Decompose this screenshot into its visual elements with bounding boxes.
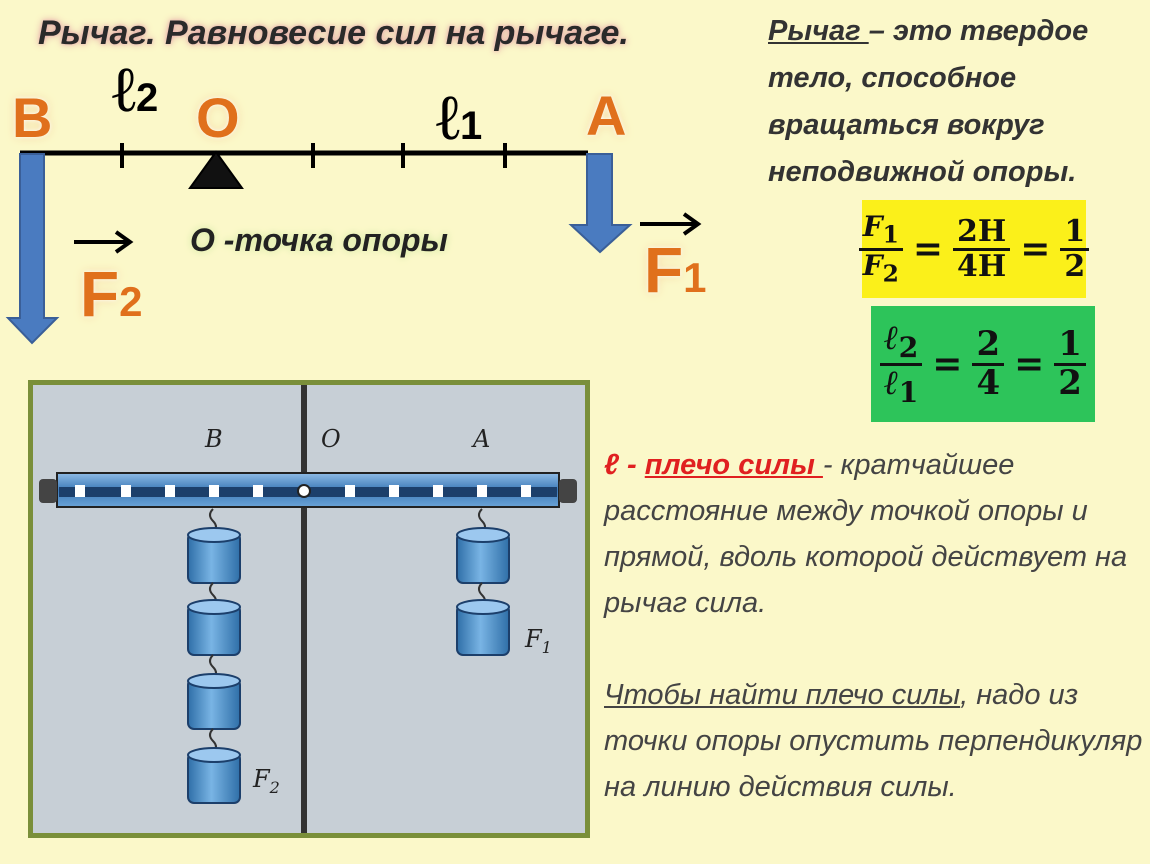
force-ratio-formula: F1 F2 = 2Н 4Н = 1 2: [858, 200, 1090, 298]
photo-label-b: B: [205, 425, 223, 453]
lever-definition: Рычаг – это твердое тело, способное вращ…: [768, 8, 1148, 196]
right-knob: [559, 479, 577, 503]
arm1-label: ℓ1: [436, 80, 483, 155]
lever-experiment-drawing: [39, 385, 577, 833]
force2-label: F2: [80, 258, 143, 330]
point-b-label: B: [12, 86, 53, 149]
point-o-label: O: [196, 86, 240, 149]
force1-arrow: [568, 153, 633, 254]
force1-label: F1: [644, 234, 707, 306]
arm-method-text: , надо из точки опоры опустить перпендик…: [604, 679, 1143, 803]
left-weights: [187, 508, 241, 804]
photo-label-f2: F2: [253, 765, 280, 797]
arm-ratio-formula: ℓ2 ℓ1 = 2 4 = 1 2: [871, 306, 1095, 422]
lever-diagram: [5, 143, 702, 345]
arm-symbol: ℓ -: [604, 449, 645, 481]
arm2-label: ℓ2: [112, 52, 159, 127]
beam-holes: [75, 485, 531, 497]
fulcrum-triangle: [188, 150, 244, 189]
point-a-label: A: [586, 84, 627, 147]
arm-definition: ℓ - плечо силы - кратчайшее расстояние м…: [604, 442, 1149, 626]
pivot: [297, 484, 311, 498]
lever-term: Рычаг: [768, 15, 869, 47]
arm-definition-text: - кратчайшее расстояние между точкой опо…: [604, 449, 1128, 619]
right-weights: [456, 508, 510, 656]
force2-arrow: [5, 153, 60, 345]
stand-rod: [301, 385, 307, 833]
left-knob: [39, 479, 57, 503]
lever-experiment-picture: B O A F1 F2: [28, 380, 590, 838]
arm-method: Чтобы найти плечо силы, надо из точки оп…: [604, 672, 1149, 810]
arm-term: плечо силы: [644, 449, 823, 481]
arm-method-term: Чтобы найти плечо силы: [604, 679, 961, 711]
page-title: Рычаг. Равновесие сил на рычаге.: [38, 14, 629, 52]
photo-label-o: O: [321, 425, 341, 453]
lever-definition-text: – это твердое тело, способное вращаться …: [768, 15, 1089, 188]
fulcrum-label: О -точка опоры: [190, 222, 448, 258]
photo-label-f1: F1: [525, 625, 552, 657]
photo-label-a: A: [473, 425, 491, 453]
